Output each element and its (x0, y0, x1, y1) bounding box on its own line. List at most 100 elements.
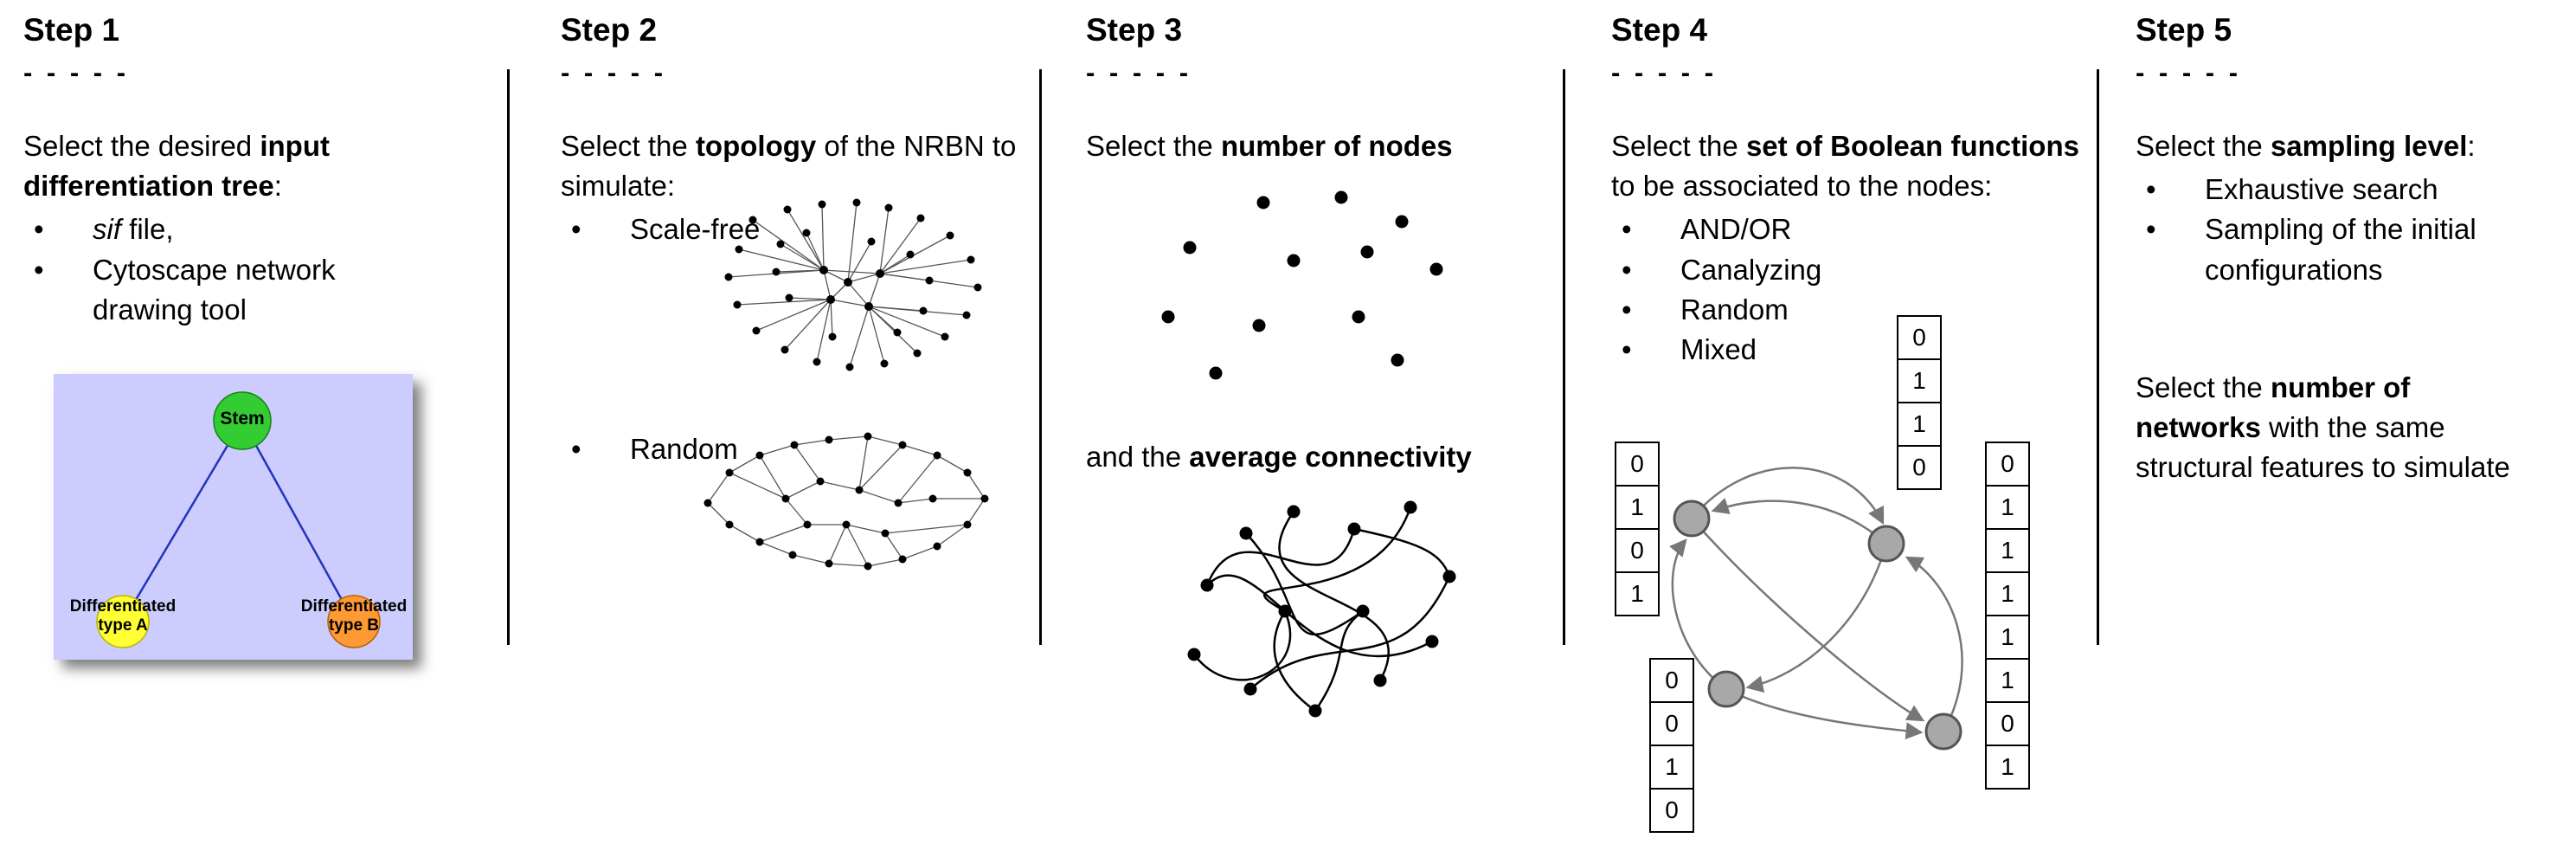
truth-table-cell: 1 (1649, 745, 1694, 790)
stem-node-label: Stem (220, 409, 265, 429)
column-divider-4 (2097, 69, 2099, 645)
step-1-intro-bold: input differentiation tree (23, 130, 330, 203)
bullet-random-functions: Random (1611, 290, 2096, 330)
truth-table-cell: 0 (1649, 788, 1694, 833)
step-4-intro-post: to be associated to the nodes: (1611, 170, 1993, 203)
bullet-random: Random (561, 429, 855, 469)
step-2-title: Step 2 (561, 12, 658, 48)
step-2-intro: Select the topology of the NRBN to simul… (561, 126, 1019, 206)
type-a-label-line2: type A (98, 616, 148, 635)
step-5-column: Step 5 - - - - - Select the sampling lev… (2136, 0, 2542, 851)
step-2-column: Step 2 - - - - - Select the topology of … (561, 0, 1019, 851)
truth-table-cell: 1 (1985, 615, 2030, 660)
step-5-second-text: Select the number of networks with the s… (2136, 368, 2542, 488)
step-4-intro: Select the set of Boolean functions to b… (1611, 126, 2096, 206)
truth-table-cell: 1 (1985, 745, 2030, 790)
truth-table-cell: 0 (1615, 442, 1660, 487)
bullet-mixed: Mixed (1611, 330, 2096, 370)
column-divider-1 (507, 69, 510, 645)
step-5-title: Step 5 (2136, 12, 2232, 48)
type-b-label-line2: type B (328, 616, 380, 635)
step-3-intro: Select the number of nodes (1086, 126, 1558, 166)
random-nodes (703, 432, 989, 571)
step-5-bullet-list: Exhaustive search Sampling of the initia… (2136, 170, 2542, 290)
scale-free-edges (728, 202, 979, 368)
connectivity-graph-icon (1187, 500, 1456, 718)
step-3-second-text: and the average connectivity (1086, 437, 1472, 477)
truth-table-left: 0 1 0 1 (1615, 442, 1660, 616)
truth-table-cell: 1 (1615, 485, 1660, 530)
bullet-and-or: AND/OR (1611, 210, 2096, 249)
bullet-sif-file: sif file, (23, 210, 387, 249)
bullet-scale-free: Scale-free (561, 210, 1019, 249)
truth-table-cell: 1 (1897, 402, 1942, 447)
truth-table-right: 0 1 1 1 1 1 0 1 (1985, 442, 2030, 790)
step-5-intro: Select the sampling level: (2136, 126, 2542, 166)
type-b-label-line1: Differentiated (300, 597, 408, 616)
truth-table-cell: 1 (1985, 485, 2030, 530)
cytoscape-text: Cytoscape network drawing tool (93, 253, 336, 326)
truth-table-top: 0 1 1 0 (1897, 315, 1942, 490)
stem-node (213, 391, 272, 450)
step-5-second-post: with the same structural features to sim… (2136, 410, 2510, 484)
bullet-cytoscape: Cytoscape network drawing tool (23, 250, 387, 330)
scale-free-text: Scale-free (630, 213, 761, 246)
type-a-node (96, 595, 150, 648)
step-4-bullet-list: AND/OR Canalyzing Random Mixed (1611, 210, 2096, 370)
differentiation-tree-svg (54, 374, 413, 660)
truth-table-cell: 0 (1649, 658, 1694, 703)
step-2-intro-pre: Select the (561, 130, 696, 162)
step-4-column: Step 4 - - - - - Select the set of Boole… (1611, 0, 2096, 851)
step-3-second-bold: average connectivity (1189, 441, 1472, 473)
step-4-dashes: - - - - - (1611, 57, 1718, 87)
gene-node-4 (1924, 712, 1963, 751)
truth-table-cell: 1 (1897, 358, 1942, 403)
step-3-column: Step 3 - - - - - Select the number of no… (1086, 0, 1558, 851)
step-5-dashes: - - - - - (2136, 57, 2242, 87)
step-5-intro-post: : (2467, 130, 2476, 162)
sif-italic: sif (93, 213, 121, 246)
type-b-node (327, 595, 381, 648)
column-divider-2 (1039, 69, 1042, 645)
column-divider-3 (1563, 69, 1565, 645)
gene-node-2 (1867, 525, 1905, 563)
step-4-title: Step 4 (1611, 12, 1708, 48)
truth-table-cell: 0 (1649, 701, 1694, 746)
step-4-intro-bold: set of Boolean functions (1745, 130, 2079, 162)
step-4-intro-pre: Select the (1611, 130, 1746, 162)
bullet-canalyzing: Canalyzing (1611, 250, 2096, 290)
step-1-intro: Select the desired input differentiation… (23, 126, 387, 206)
bullet-sampling-initial-configurations: Sampling of the initial configurations (2136, 210, 2542, 289)
truth-table-cell: 0 (1897, 445, 1942, 490)
truth-table-cell: 1 (1615, 571, 1660, 616)
truth-table-bottom-left: 0 0 1 0 (1649, 658, 1694, 833)
gene-node-1 (1673, 500, 1711, 538)
type-a-label-line1: Differentiated (69, 597, 177, 616)
boolean-network-nodes (1673, 500, 1963, 751)
step-1-title: Step 1 (23, 12, 120, 48)
step-5-intro-pre: Select the (2136, 130, 2271, 162)
differentiation-tree-figure: Stem Differentiated type A Differentiate… (54, 374, 413, 660)
step-1-column: Step 1 - - - - - Select the desired inpu… (23, 0, 413, 851)
boolean-network-icon: 0 1 0 1 0 0 1 0 0 1 1 0 0 1 1 1 1 1 0 1 (1611, 312, 2096, 851)
step-5-second-bold: number of networks (2136, 371, 2411, 443)
scale-free-nodes (724, 198, 982, 371)
truth-table-cell: 0 (1985, 442, 2030, 487)
step-3-dashes: - - - - - (1086, 57, 1192, 87)
step-1-dashes: - - - - - (23, 57, 130, 87)
boolean-network-arrows (1669, 467, 1963, 740)
random-text: Random (630, 433, 738, 465)
step-5-second-pre: Select the (2136, 371, 2271, 403)
tree-edges (121, 420, 356, 622)
random-network-icon (703, 432, 989, 571)
step-3-intro-bold: number of nodes (1220, 130, 1453, 162)
scattered-nodes-icon (1161, 190, 1443, 380)
step-1-intro-pre: Select the desired (23, 130, 260, 162)
sif-rest: file, (121, 213, 174, 246)
truth-table-cell: 1 (1985, 571, 2030, 616)
truth-table-cell: 0 (1615, 528, 1660, 573)
step-1-intro-post: : (273, 170, 282, 203)
truth-table-cell: 1 (1985, 658, 2030, 703)
connectivity-nodes (1187, 500, 1456, 718)
truth-table-cell: 1 (1985, 528, 2030, 573)
